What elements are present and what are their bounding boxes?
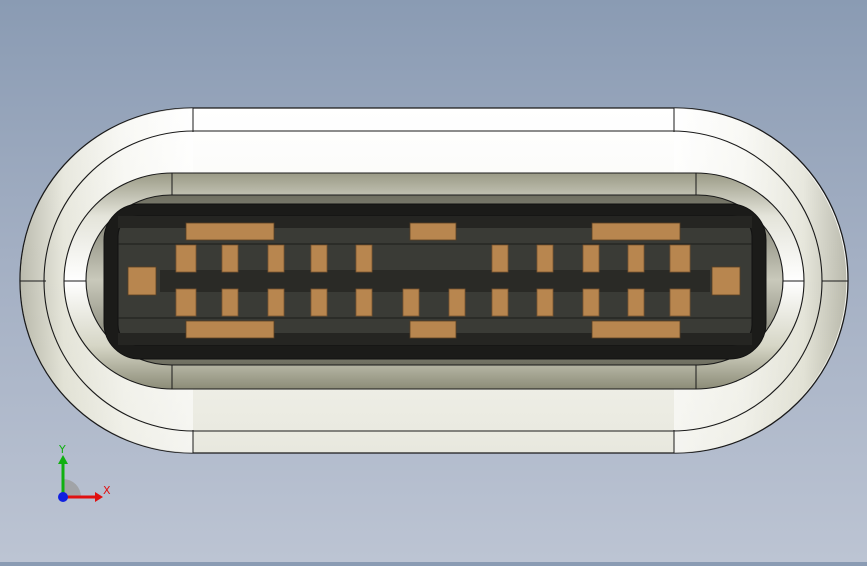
side-tab-right — [711, 266, 741, 296]
contact-pin — [267, 244, 285, 273]
contact-pin — [355, 244, 373, 273]
contact-pin — [355, 288, 373, 317]
contact-pin — [627, 244, 645, 273]
contact-pin — [491, 244, 509, 273]
pin-row-bottom — [175, 288, 691, 317]
contact-pin — [536, 244, 554, 273]
contact-pin — [582, 288, 600, 317]
contact-pad-top-left — [185, 222, 275, 241]
contact-pin — [310, 288, 328, 317]
contact-pad-bottom-left — [185, 320, 275, 339]
contact-pin — [491, 288, 509, 317]
shell-edge-ring — [43, 130, 823, 432]
contact-pin — [310, 244, 328, 273]
contact-pad-top-right — [591, 222, 681, 241]
contact-pin — [669, 244, 691, 273]
contact-pad-bottom-right — [591, 320, 681, 339]
contact-pad-bottom-center — [409, 320, 457, 339]
contact-pin — [175, 288, 197, 317]
contact-pad-top-center — [409, 222, 457, 241]
contact-pin — [536, 288, 554, 317]
contact-pin — [175, 244, 197, 273]
contact-pin — [221, 244, 239, 273]
contact-pin — [267, 288, 285, 317]
contact-pin — [627, 288, 645, 317]
contact-pin — [582, 244, 600, 273]
y-axis-label: Y — [58, 443, 66, 456]
pin-row-top — [175, 244, 691, 273]
contact-pin — [448, 288, 466, 317]
contact-pin — [669, 288, 691, 317]
x-axis-label: X — [103, 484, 111, 497]
contact-pin — [221, 288, 239, 317]
contact-pin — [402, 288, 420, 317]
contacts — [127, 222, 741, 339]
side-tab-left — [127, 266, 157, 296]
orientation-triad[interactable]: X Y — [40, 436, 120, 516]
